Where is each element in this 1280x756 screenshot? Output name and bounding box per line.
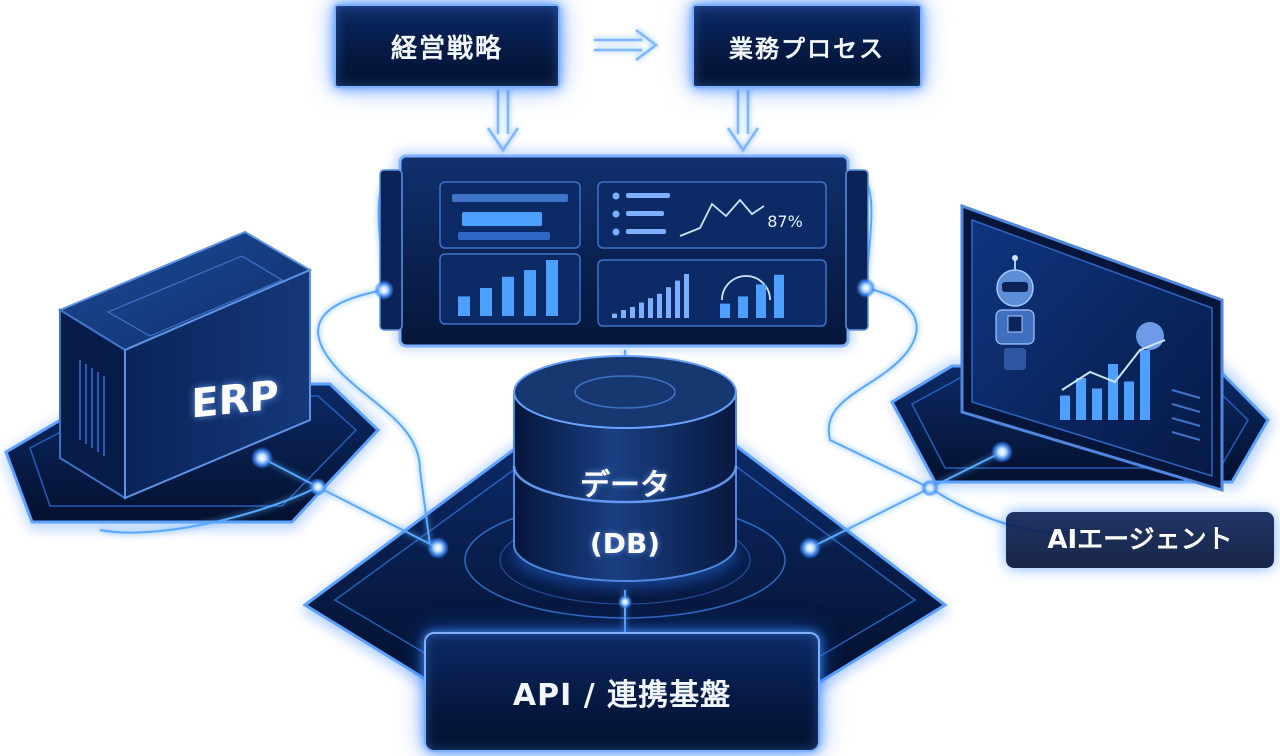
dashboard-mini-bar bbox=[675, 280, 680, 318]
data-label: データ bbox=[580, 468, 670, 503]
dashboard-bar bbox=[502, 276, 514, 316]
dashboard-bar-chart-left bbox=[458, 260, 558, 316]
dashboard-bar bbox=[458, 296, 470, 316]
arrow-right-icon bbox=[594, 29, 659, 61]
arrow-down-icon bbox=[726, 90, 760, 153]
strategy-label: 経営戦略 bbox=[390, 33, 503, 64]
dashboard-mini-bar bbox=[657, 293, 662, 318]
process-box: 業務プロセス bbox=[692, 4, 922, 88]
dashboard-bar bbox=[524, 270, 536, 316]
ai-bar bbox=[1108, 364, 1118, 420]
ai-bar bbox=[1140, 350, 1150, 420]
erp-vent bbox=[79, 360, 105, 456]
dashboard-mini-bar bbox=[666, 287, 671, 318]
robot-icon bbox=[995, 255, 1035, 370]
erp-server bbox=[57, 230, 313, 500]
dashboard-mini-bar bbox=[684, 274, 689, 318]
ai-trend-line bbox=[1061, 339, 1166, 391]
dashboard-list bbox=[612, 192, 670, 236]
process-label: 業務プロセス bbox=[729, 34, 885, 63]
strategy-box: 経営戦略 bbox=[334, 4, 560, 88]
ai-bar bbox=[1092, 388, 1102, 420]
api-box: API / 連携基盤 bbox=[424, 632, 820, 752]
dashboard-mini-bar bbox=[630, 307, 635, 318]
ai-bar bbox=[1076, 378, 1086, 420]
dashboard-mini-bar bbox=[639, 302, 644, 318]
db-label: (DB) bbox=[589, 527, 661, 560]
connection-node-icon bbox=[251, 278, 1013, 609]
arrow-down-icon bbox=[486, 90, 520, 153]
ai-bar bbox=[1060, 395, 1070, 420]
dashboard-bar bbox=[480, 288, 492, 316]
dashboard-bar bbox=[720, 303, 730, 318]
dashboard-mini-bars bbox=[612, 274, 689, 318]
dashboard-gauge-arc bbox=[721, 275, 771, 301]
ai-side-list bbox=[1171, 389, 1201, 441]
ai-bar bbox=[1124, 381, 1134, 420]
dashboard-wave-line bbox=[679, 198, 765, 237]
dashboard-bar bbox=[738, 296, 748, 318]
ai-bar-chart bbox=[1060, 350, 1150, 420]
dashboard-bar-chart-right bbox=[720, 274, 784, 318]
dashboard-bar bbox=[756, 284, 766, 318]
database-cylinder bbox=[512, 355, 738, 589]
dashboard-panel bbox=[379, 152, 869, 348]
dashboard-mini-bar bbox=[621, 310, 626, 318]
kpi-value: 87% bbox=[767, 212, 803, 231]
ai-agent-label: AIエージェント bbox=[1006, 512, 1274, 568]
dashboard-bar bbox=[546, 260, 558, 316]
api-label: API / 連携基盤 bbox=[512, 678, 732, 713]
dashboard-mini-bar bbox=[648, 298, 653, 318]
dashboard-bar bbox=[774, 274, 784, 318]
dashboard-mini-bar bbox=[612, 313, 617, 318]
ai-monitor bbox=[960, 203, 1224, 493]
